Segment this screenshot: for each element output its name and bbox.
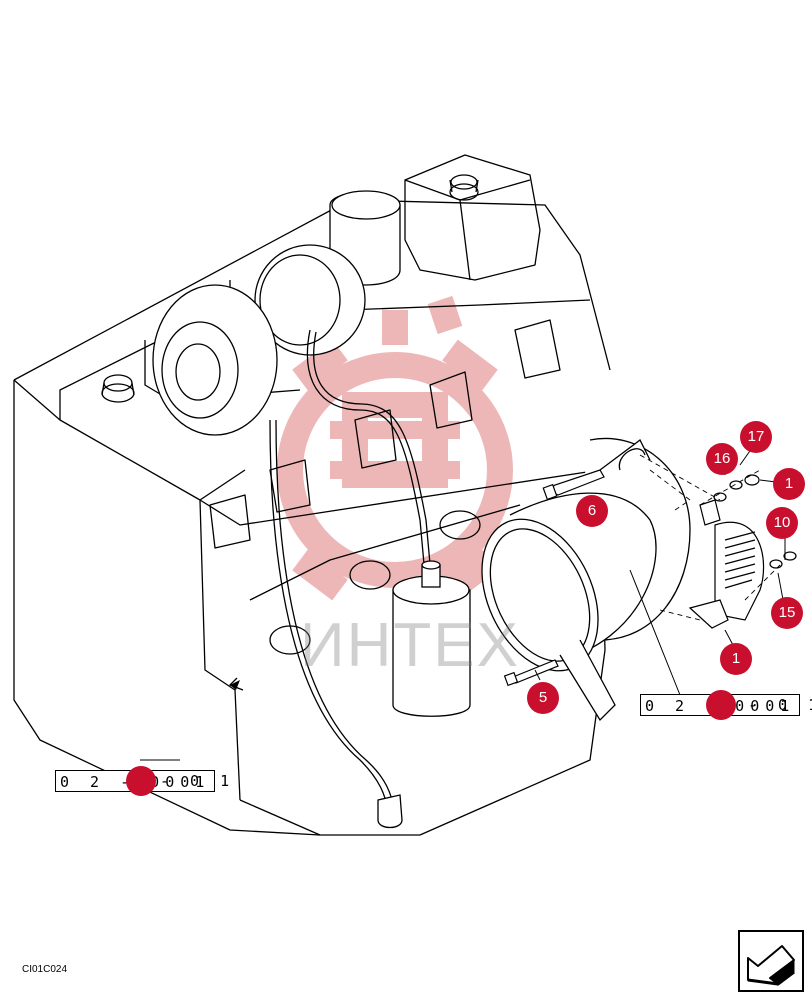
callout-6[interactable]: 6 xyxy=(576,495,608,527)
reference-marker-right[interactable] xyxy=(706,690,736,720)
alternator xyxy=(481,437,691,722)
leader-lines xyxy=(140,447,786,761)
callout-1-bottom[interactable]: 1 xyxy=(720,643,752,675)
turbocharger xyxy=(152,190,401,436)
oil-line xyxy=(269,329,432,811)
reference-tail-left: - 0 1 xyxy=(160,772,236,790)
callout-16[interactable]: 16 xyxy=(706,443,738,475)
arrow-next-icon[interactable] xyxy=(738,930,804,992)
engine-block xyxy=(13,154,611,836)
callout-5[interactable]: 5 xyxy=(527,682,559,714)
break-mark xyxy=(230,680,240,690)
oil-filter xyxy=(377,560,471,829)
callout-10[interactable]: 10 xyxy=(766,507,798,539)
callout-17[interactable]: 17 xyxy=(740,421,772,453)
figure-code: CI01C024 xyxy=(22,964,68,975)
reference-tail-right: - 0 1 xyxy=(748,696,812,714)
alternator-bracket xyxy=(688,474,797,629)
explode-lines xyxy=(639,454,781,621)
watermark-logo xyxy=(277,295,513,601)
reference-marker-left[interactable] xyxy=(126,766,156,796)
callout-1-top[interactable]: 1 xyxy=(773,468,805,500)
callout-15[interactable]: 15 xyxy=(771,597,803,629)
watermark-text: ИНТЕХ xyxy=(300,611,520,680)
